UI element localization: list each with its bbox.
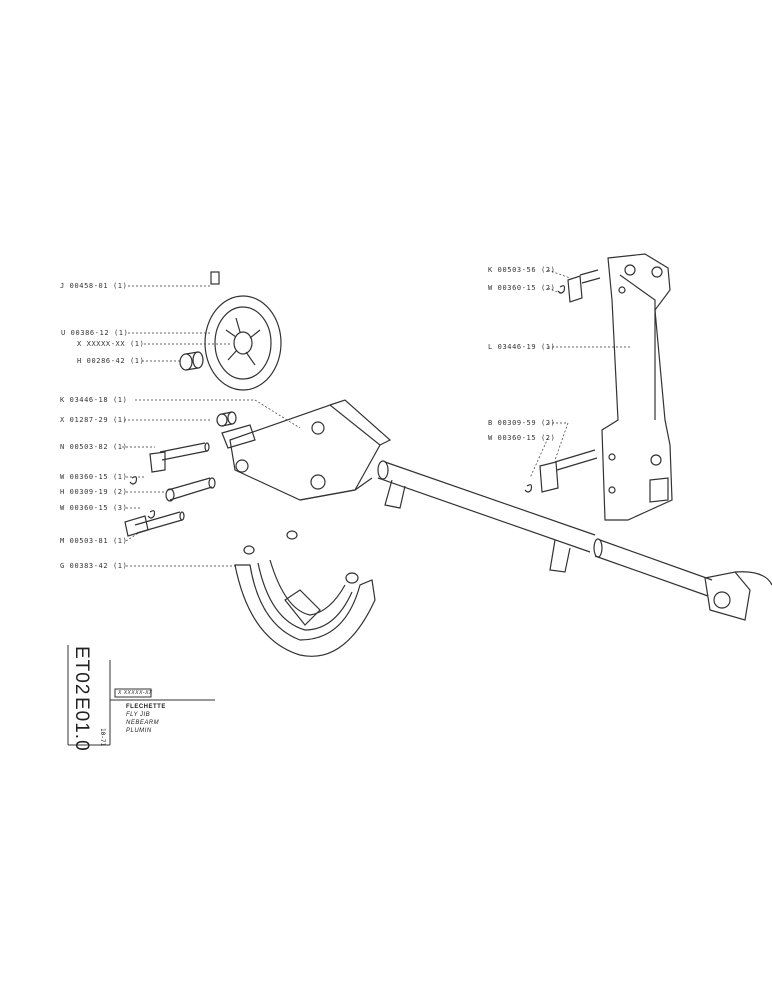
guard-bracket bbox=[234, 530, 376, 657]
drawing-code-primary: ET02 bbox=[71, 646, 92, 696]
pins bbox=[124, 442, 216, 537]
part-label: H 00309-19 (2) bbox=[60, 488, 128, 496]
grease-nipple bbox=[210, 271, 220, 285]
title-name-fr: FLECHETTE bbox=[126, 704, 166, 710]
drawing-code-secondary: E01.0 bbox=[71, 697, 92, 752]
part-label: X 01287-29 (1) bbox=[60, 416, 128, 424]
part-label: W 00360-15 (2) bbox=[488, 434, 556, 442]
part-label: H 00286-42 (1) bbox=[77, 357, 145, 365]
title-name-en: FLY JIB bbox=[126, 712, 151, 718]
part-label: L 03446-19 (1) bbox=[488, 343, 556, 351]
title-name-nl: PLUMIN bbox=[126, 728, 152, 734]
part-label: W 00360-15 (2) bbox=[488, 284, 556, 292]
folding-arm bbox=[601, 253, 673, 521]
part-label: W 00360-15 (3) bbox=[60, 504, 128, 512]
drawing-date: 10-71 bbox=[99, 728, 106, 747]
part-label: X XXXXX-XX (1) bbox=[77, 340, 145, 348]
spacer bbox=[216, 411, 237, 427]
part-label: G 00383-42 (1) bbox=[60, 562, 128, 570]
leader-lines bbox=[122, 269, 630, 567]
part-label: U 00386-12 (1) bbox=[61, 329, 129, 337]
title-name-de: NEBEARM bbox=[126, 720, 160, 726]
arm-pins bbox=[524, 269, 601, 493]
jib-head bbox=[221, 399, 392, 501]
part-label: K 00503-56 (2) bbox=[488, 266, 556, 274]
bush bbox=[179, 351, 204, 371]
part-label: B 00309-59 (2) bbox=[488, 419, 556, 427]
tube-end-fitting bbox=[704, 571, 772, 621]
jib-tube bbox=[377, 460, 713, 597]
pulley-wheel bbox=[204, 295, 282, 391]
part-label: N 00503-82 (1) bbox=[60, 443, 128, 451]
part-label: W 00360-15 (1) bbox=[60, 473, 128, 481]
title-ref: X XXXXX-XX bbox=[118, 690, 153, 696]
part-label: M 00503-81 (1) bbox=[60, 537, 128, 545]
part-label: J 00458-01 (1) bbox=[60, 282, 128, 290]
part-label: K 03446-18 (1) bbox=[60, 396, 128, 404]
title-block-frame bbox=[67, 645, 215, 746]
